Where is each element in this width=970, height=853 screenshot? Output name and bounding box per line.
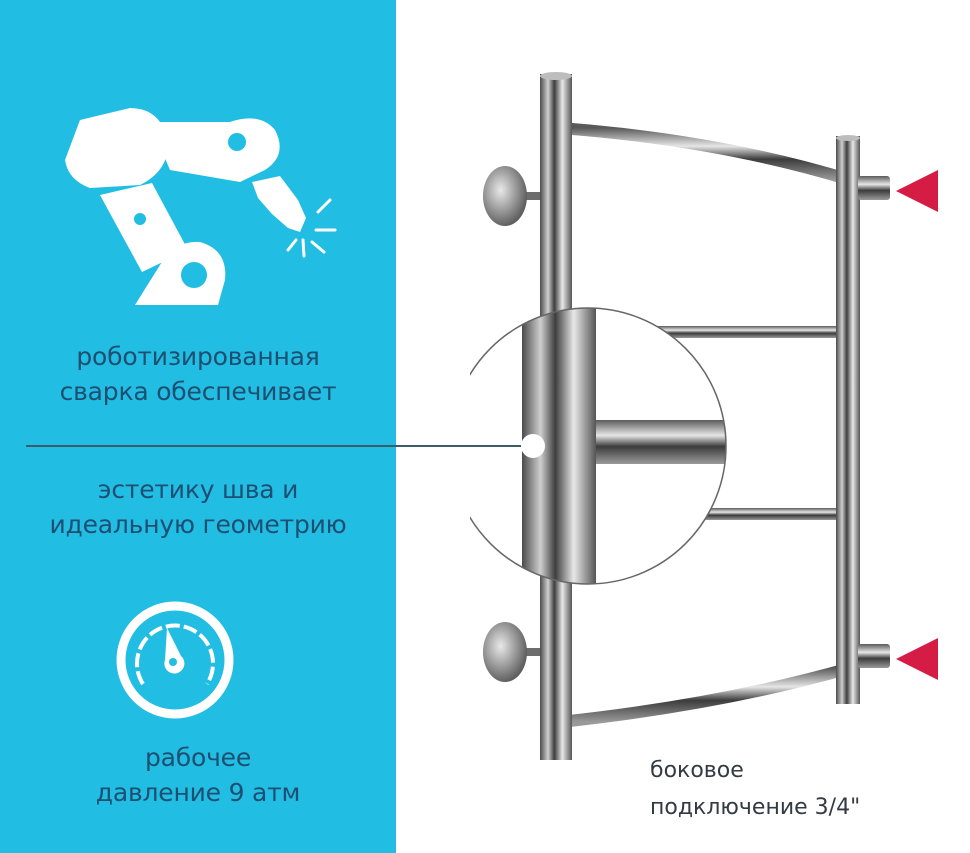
towel-warmer-image <box>470 72 890 760</box>
pressure-line-1: рабочее <box>144 743 252 772</box>
welding-feature-text-bottom: эстетику шва и идеальную геометрию <box>0 472 396 542</box>
connection-line-1: боковое <box>650 758 744 783</box>
pressure-feature-text: рабочее давление 9 атм <box>0 740 396 810</box>
pressure-line-2: давление 9 атм <box>95 778 301 807</box>
welding-line-1: роботизированная <box>76 342 320 371</box>
pressure-gauge-icon <box>116 601 234 719</box>
connection-label: боковое подключение 3/4" <box>650 752 860 826</box>
connection-marker-top-icon <box>896 170 938 212</box>
robot-arm-welding-icon <box>65 108 337 305</box>
connection-line-2: подключение 3/4" <box>650 795 861 820</box>
welding-line-3: эстетику шва и <box>97 475 299 504</box>
welding-line-2: сварка обеспечивает <box>59 377 337 406</box>
connection-marker-bottom-icon <box>896 638 938 680</box>
callout-divider-line <box>26 445 530 447</box>
welding-line-4: идеальную геометрию <box>49 510 347 539</box>
welding-feature-text-top: роботизированная сварка обеспечивает <box>0 339 396 409</box>
